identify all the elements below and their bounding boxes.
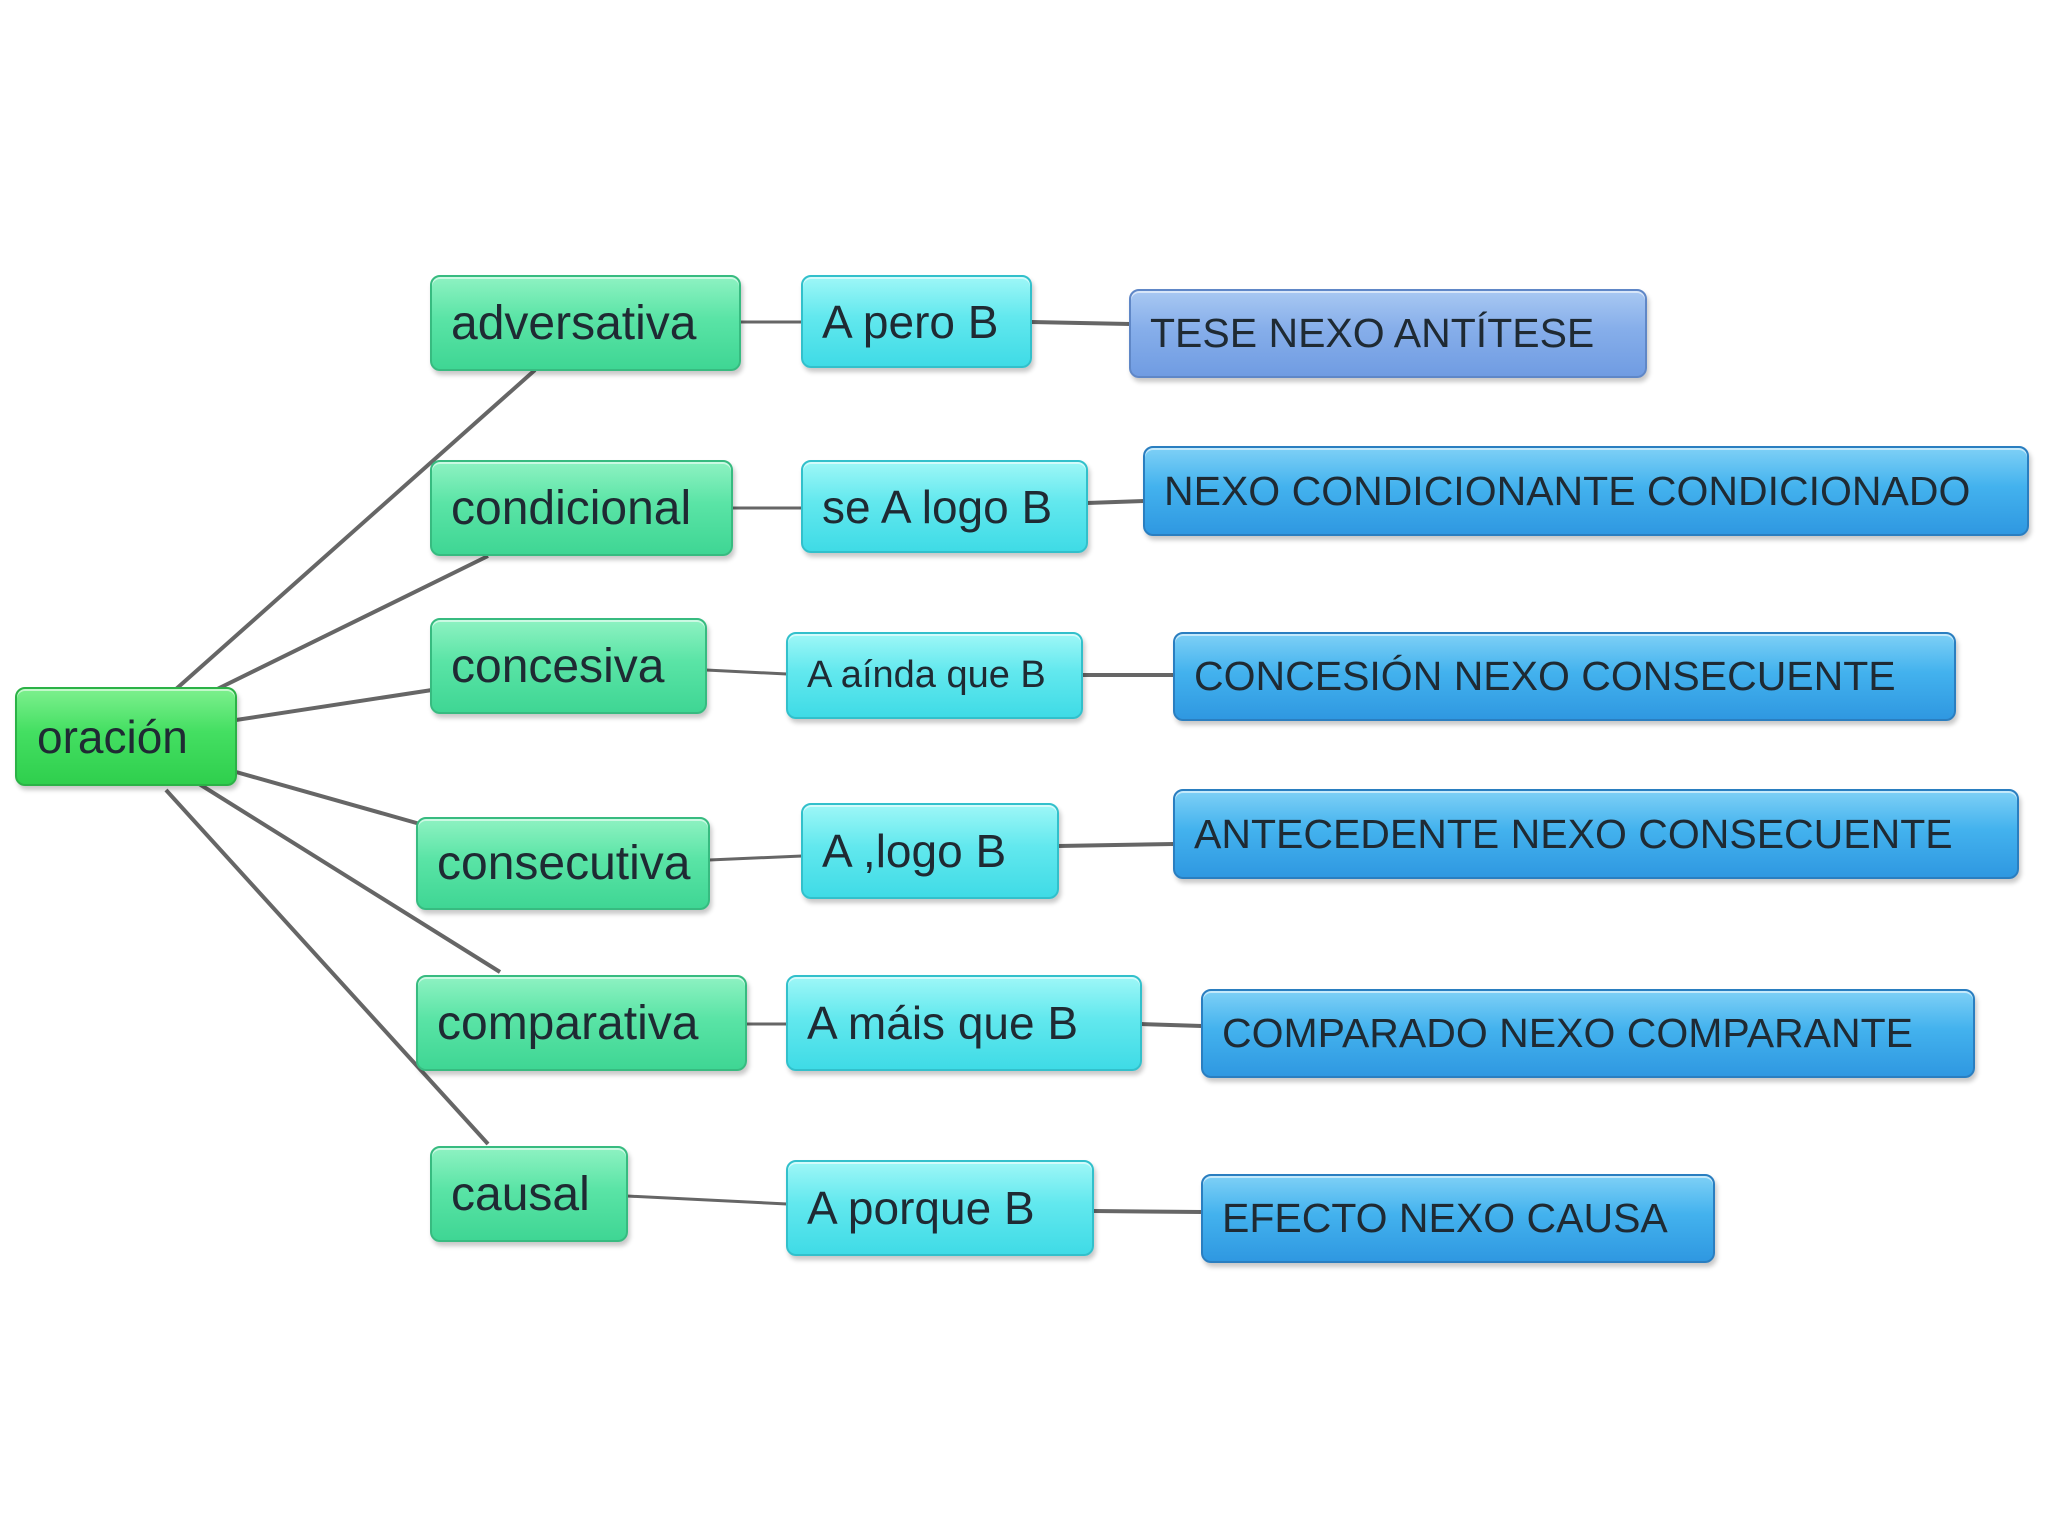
connector-root-adversativa xyxy=(173,368,537,692)
pattern-node-consecutiva[interactable]: A ,logo B xyxy=(801,803,1059,899)
structure-label: NEXO CONDICIONANTE CONDICIONADO xyxy=(1164,467,1971,514)
connector-root-consecutiva xyxy=(235,770,421,826)
pattern-node-causal[interactable]: A porque B xyxy=(786,1160,1094,1256)
structure-node-comparativa[interactable]: COMPARADO NEXO COMPARANTE xyxy=(1201,989,1975,1078)
category-label: condicional xyxy=(451,481,692,535)
pattern-label: A aínda que B xyxy=(807,654,1046,696)
structure-node-condicional[interactable]: CONCESIÓN NEXO CONSECUENTE NEXO CONDICIO… xyxy=(1143,446,2029,536)
connector-comparativa-structure xyxy=(1140,1022,1203,1028)
pattern-node-adversativa[interactable]: A pero B xyxy=(801,275,1032,368)
pattern-label: A pero B xyxy=(822,295,999,348)
category-label: concesiva xyxy=(451,639,665,693)
root-node[interactable]: oración xyxy=(15,687,237,786)
structure-label: CONCESIÓN NEXO CONSECUENTE xyxy=(1194,653,1896,699)
structure-label: COMPARADO NEXO COMPARANTE xyxy=(1222,1010,1913,1056)
structure-label: TESE NEXO ANTÍTESE xyxy=(1150,310,1595,356)
pattern-label: A máis que B xyxy=(807,997,1079,1049)
pattern-node-condicional[interactable]: se A logo B xyxy=(801,460,1088,553)
category-node-causal[interactable]: causal xyxy=(430,1146,628,1242)
connector-causal-pattern xyxy=(626,1194,788,1206)
connector-root-comparativa xyxy=(194,780,502,974)
pattern-label: se A logo B xyxy=(822,480,1053,533)
pattern-label: A ,logo B xyxy=(822,825,1007,877)
connector-root-concesiva xyxy=(235,688,433,722)
connector-root-causal xyxy=(164,788,490,1146)
structure-label: ANTECEDENTE NEXO CONSECUENTE xyxy=(1194,810,1953,857)
category-label: causal xyxy=(451,1167,590,1221)
category-node-comparativa[interactable]: comparativa xyxy=(416,975,747,1071)
category-node-condicional[interactable]: condicional xyxy=(430,460,733,556)
root-label: oración xyxy=(37,710,188,763)
connector-concesiva-pattern xyxy=(705,668,788,676)
structure-node-adversativa[interactable]: TESE NEXO ANTÍTESE xyxy=(1129,289,1647,378)
category-node-adversativa[interactable]: adversativa xyxy=(430,275,741,371)
pattern-node-comparativa[interactable]: A máis que B xyxy=(786,975,1142,1071)
category-node-consecutiva[interactable]: consecutiva xyxy=(416,817,710,910)
connector-adversativa-structure xyxy=(1030,320,1131,326)
structure-node-consecutiva[interactable]: ANTECEDENTE NEXO CONSECUENTE xyxy=(1173,789,2019,879)
category-label: comparativa xyxy=(437,996,699,1050)
structure-node-concesiva[interactable]: CONCESIÓN NEXO CONSECUENTE xyxy=(1173,632,1956,721)
category-label: adversativa xyxy=(451,296,697,350)
connector-condicional-structure xyxy=(1086,499,1145,505)
connector-consecutiva-pattern xyxy=(708,854,803,862)
connector-consecutiva-structure xyxy=(1057,842,1175,848)
connector-causal-structure xyxy=(1092,1209,1203,1214)
pattern-label: A porque B xyxy=(807,1182,1035,1234)
structure-label: EFECTO NEXO CAUSA xyxy=(1222,1195,1668,1241)
structure-node-causal[interactable]: EFECTO NEXO CAUSA xyxy=(1201,1174,1715,1263)
category-label: consecutiva xyxy=(437,837,691,890)
category-node-concesiva[interactable]: concesiva xyxy=(430,618,707,714)
connector-root-condicional xyxy=(194,554,489,702)
pattern-node-concesiva[interactable]: A aínda que B xyxy=(786,632,1083,719)
